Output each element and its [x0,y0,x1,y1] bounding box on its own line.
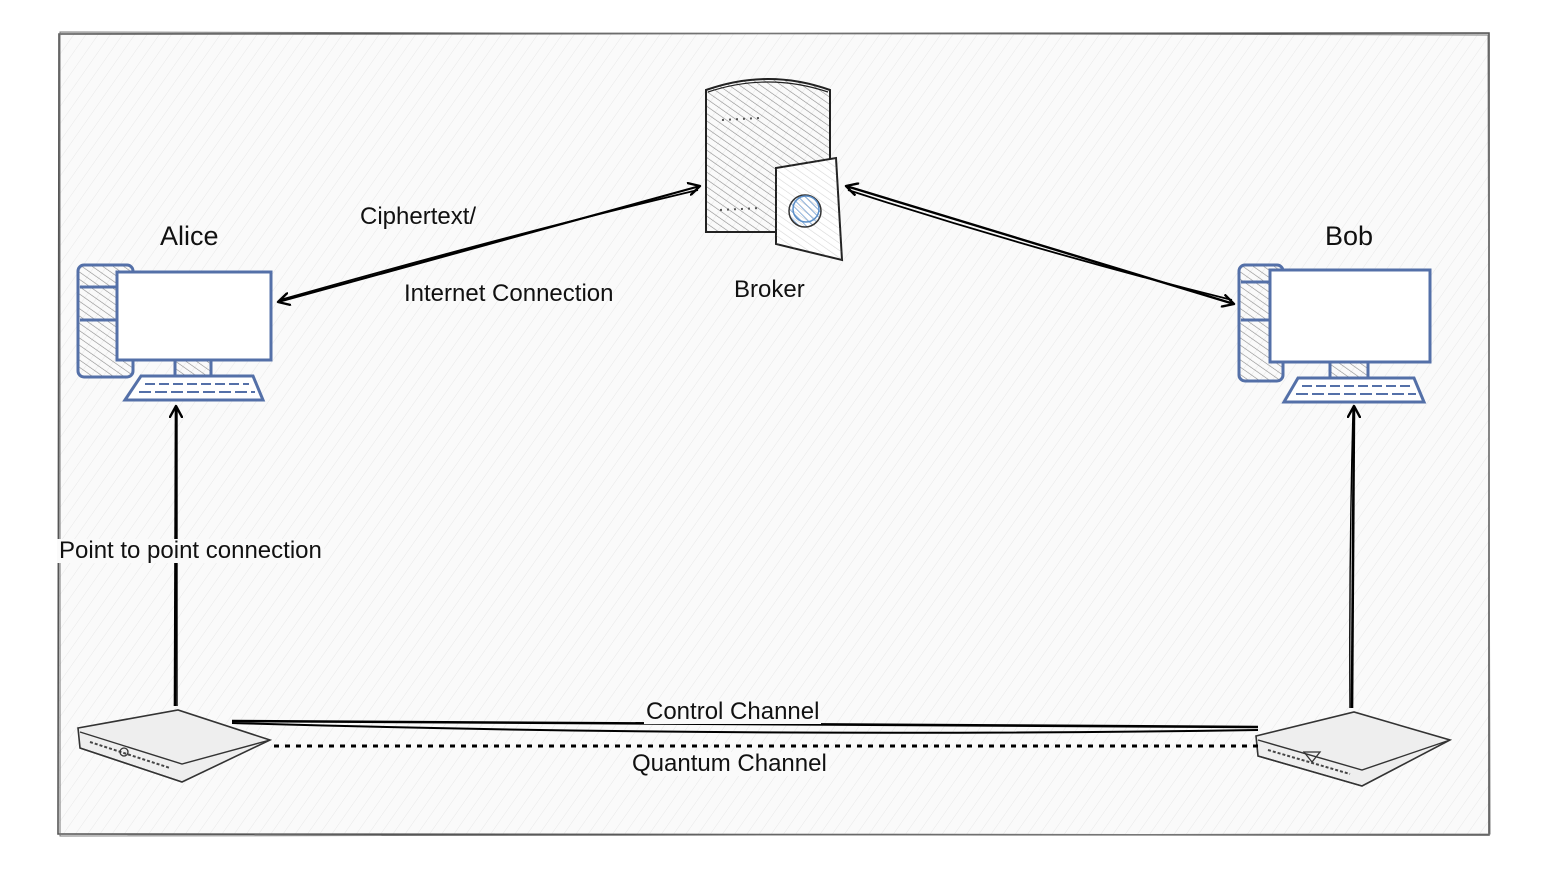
broker-server-icon [705,78,844,262]
broker-bob-connector [846,186,1234,304]
bob-point-to-point-connector [1350,406,1354,709]
bob-qkd-device-icon [1255,711,1453,787]
ciphertext-label: Ciphertext/ [360,203,477,230]
alice-label: Alice [160,221,219,251]
quantum-channel-label: Quantum Channel [630,750,829,777]
alice-computer-icon [76,263,273,402]
internet-connection-label: Internet Connection [404,280,614,307]
alice-qkd-device-icon [77,709,273,783]
point-to-point-label: Point to point connection [57,537,324,564]
control-channel-label: Control Channel [644,698,822,725]
broker-label: Broker [734,276,805,303]
bob-label: Bob [1325,221,1374,251]
alice-broker-connector [278,186,700,302]
bob-computer-icon [1237,263,1432,404]
control-channel-line [231,719,1259,734]
